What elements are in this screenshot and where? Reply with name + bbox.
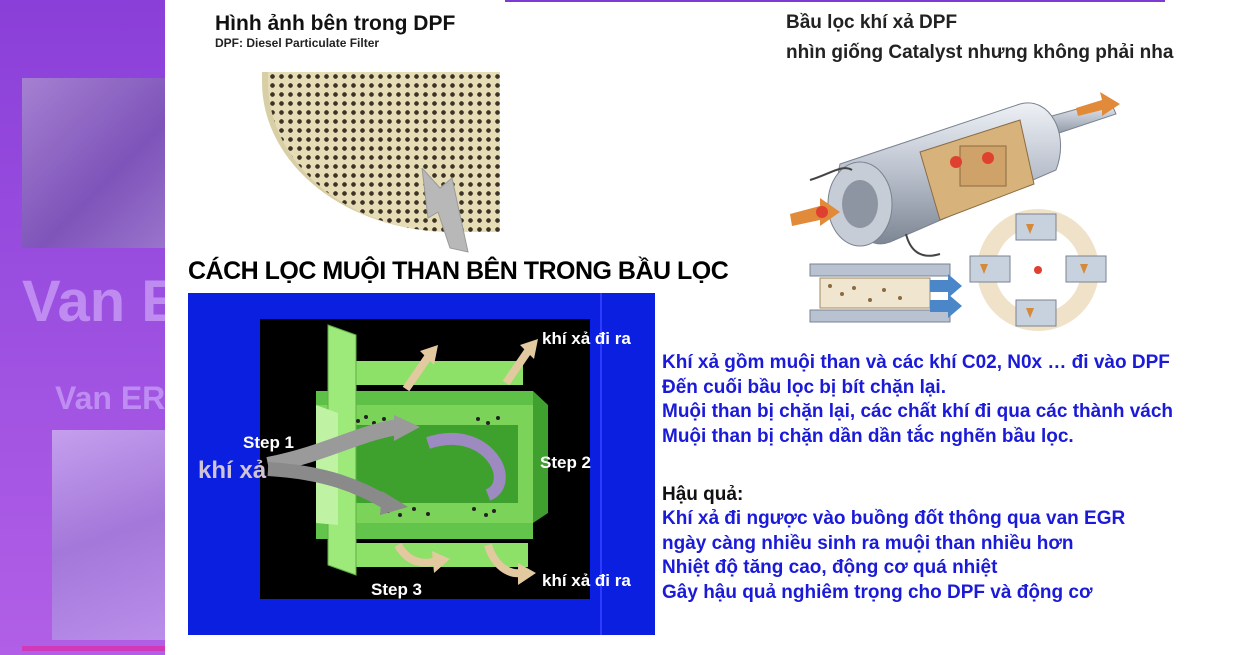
consequence-heading: Hậu quả: [662, 484, 744, 505]
dpf-title: Bầu lọc khí xả DPF [786, 12, 958, 33]
right-white-area [1165, 0, 1242, 336]
background-ghost-title: Van EG [22, 269, 165, 334]
background-slide: Van EG Van ERG [0, 0, 165, 655]
background-photo-valve [52, 430, 165, 640]
consequence-list: Khí xả đi ngược vào buồng đốt thông qua … [662, 507, 1125, 605]
consequence-line: Gây hậu quả nghiêm trọng cho DPF và động… [662, 581, 1093, 603]
step1-label: Step 1 [243, 433, 295, 452]
consequence-line: Nhiệt độ tăng cao, động cơ quá nhiệt [662, 557, 998, 578]
dpf-interior-title: Hình ảnh bên trong DPF [215, 12, 456, 35]
step2-label: Step 2 [540, 453, 592, 472]
dpf-interior-subtitle: DPF: Diesel Particulate Filter [215, 36, 380, 50]
background-ghost-subtitle: Van ERG [55, 380, 165, 416]
filtration-diagram-title: CÁCH LỌC MUỘI THAN BÊN TRONG BẦU LỌC [188, 257, 729, 285]
top-divider [505, 0, 1242, 2]
step3-label: Step 3 [371, 580, 423, 599]
consequence-line: Khí xả đi ngược vào buồng đốt thông qua … [662, 508, 1126, 529]
filtration-diagram: khí xả khí xả đi ra khí xả đi ra Step 1 … [188, 293, 655, 635]
pointer-arrow-icon [421, 168, 469, 253]
filter-channel-diagram [260, 319, 590, 599]
description-line: Muội than bị chặn dần dần tắc nghẽn bầu … [662, 425, 1074, 447]
background-photo-egr [22, 78, 165, 248]
exhaust-in-label: khí xả [198, 457, 267, 484]
description-line: Đến cuối bầu lọc bị bít chặn lại. [662, 376, 946, 398]
panel-edge [600, 293, 602, 635]
description-line: Muội than bị chặn lại, các chất khí đi q… [662, 401, 1174, 422]
exhaust-out-bottom-label: khí xả đi ra [542, 571, 631, 590]
dpf-illustration [790, 92, 1120, 331]
background-accent-bar [22, 646, 165, 651]
consequence-line: ngày càng nhiều sinh ra muội than nhiều … [662, 532, 1074, 554]
process-description: Khí xả gồm muội than và các khí C02, N0x… [662, 351, 1173, 449]
exhaust-out-top-label: khí xả đi ra [542, 329, 631, 348]
description-line: Khí xả gồm muội than và các khí C02, N0x… [662, 352, 1170, 373]
dpf-subtitle: nhìn giống Catalyst nhưng không phải nha [786, 42, 1174, 63]
